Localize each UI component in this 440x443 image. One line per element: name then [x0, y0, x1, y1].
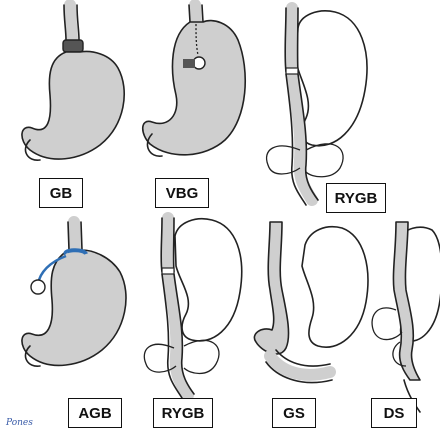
label-rygb-1: RYGB — [326, 183, 386, 213]
stomach-gb — [22, 5, 124, 160]
label-rygb-2: RYGB — [153, 398, 213, 428]
label-ds: DS — [371, 398, 417, 428]
stomach-ds — [372, 222, 440, 412]
artist-signature: Pones — [6, 418, 33, 428]
label-gs: GS — [272, 398, 316, 428]
stomach-vbg — [143, 5, 246, 156]
stomach-agb — [22, 222, 126, 366]
stomach-rygb-2 — [144, 218, 241, 398]
label-vbg: VBG — [155, 178, 209, 208]
stomach-gs — [254, 222, 368, 383]
stomach-rygb-1 — [267, 8, 367, 205]
label-agb: AGB — [68, 398, 122, 428]
label-gb: GB — [39, 178, 83, 208]
